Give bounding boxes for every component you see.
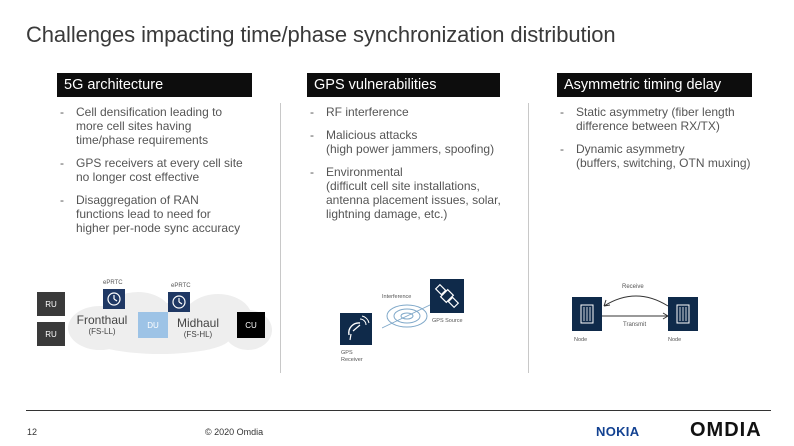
bullets-asymmetric-timing: Static asymmetry (fiber length differenc… xyxy=(557,105,782,179)
slide-title: Challenges impacting time/phase synchron… xyxy=(26,22,616,47)
bullets-5g-architecture: Cell densification leading to more cell … xyxy=(57,105,277,244)
interference-label: Interference xyxy=(382,294,412,300)
server-node-icon-left xyxy=(572,297,602,331)
cu-box: CU xyxy=(237,312,265,338)
transmit-label: Transmit xyxy=(623,322,647,328)
receive-label: Receive xyxy=(622,284,644,290)
bullet-item: RF interference xyxy=(307,105,522,119)
interference-waves-icon xyxy=(382,303,432,329)
clock-icon xyxy=(168,292,190,312)
heading-gps-vulnerabilities: GPS vulnerabilities xyxy=(307,73,500,97)
ru-box-top: RU xyxy=(37,292,65,316)
fronthaul-sub-label: (FS-LL) xyxy=(88,327,116,336)
nokia-logo: NOKIA xyxy=(596,424,640,439)
fronthaul-label: Fronthaul xyxy=(76,313,128,327)
heading-asymmetric-timing-delay: Asymmetric timing delay xyxy=(557,73,752,97)
page-number: 12 xyxy=(27,427,38,437)
copyright-text: © 2020 Omdia xyxy=(205,427,264,437)
heading-5g-architecture: 5G architecture xyxy=(57,73,252,97)
du-box: DU xyxy=(138,312,168,338)
server-node-icon-right xyxy=(668,297,698,331)
clock-icon xyxy=(103,289,125,309)
bullet-item: Dynamic asymmetry (buffers, switching, O… xyxy=(557,142,782,170)
footer-divider xyxy=(26,410,771,411)
bullet-item: Environmental (difficult cell site insta… xyxy=(307,165,522,221)
node-label-left: Node xyxy=(574,337,588,343)
bullet-item: Disaggregation of RAN functions lead to … xyxy=(57,193,277,235)
midhaul-label: Midhaul xyxy=(176,316,220,330)
satellite-icon xyxy=(430,279,464,313)
gps-receiver-dish-icon xyxy=(340,313,372,345)
receive-arrow xyxy=(603,295,669,307)
column-divider-2 xyxy=(528,103,529,373)
ru-box-bottom: RU xyxy=(37,322,65,346)
bullets-gps-vulnerabilities: RF interference Malicious attacks (high … xyxy=(307,105,522,230)
eprtc-label-1: ePRTC xyxy=(103,280,123,286)
bullet-item: GPS receivers at every cell site no long… xyxy=(57,156,277,184)
bullet-item: Cell densification leading to more cell … xyxy=(57,105,277,147)
column-divider-1 xyxy=(280,103,281,373)
omdia-logo: OMDIA xyxy=(690,419,762,441)
gps-source-label: GPS Source xyxy=(432,318,463,324)
transmit-arrow xyxy=(602,312,669,320)
bullet-item: Malicious attacks (high power jammers, s… xyxy=(307,128,522,156)
eprtc-label-2: ePRTC xyxy=(171,283,191,289)
gps-receiver-label-2: Receiver xyxy=(341,357,363,363)
midhaul-sub-label: (FS-HL) xyxy=(183,330,213,339)
gps-receiver-label-1: GPS xyxy=(341,350,353,356)
node-label-right: Node xyxy=(668,337,682,343)
bullet-item: Static asymmetry (fiber length differenc… xyxy=(557,105,782,133)
